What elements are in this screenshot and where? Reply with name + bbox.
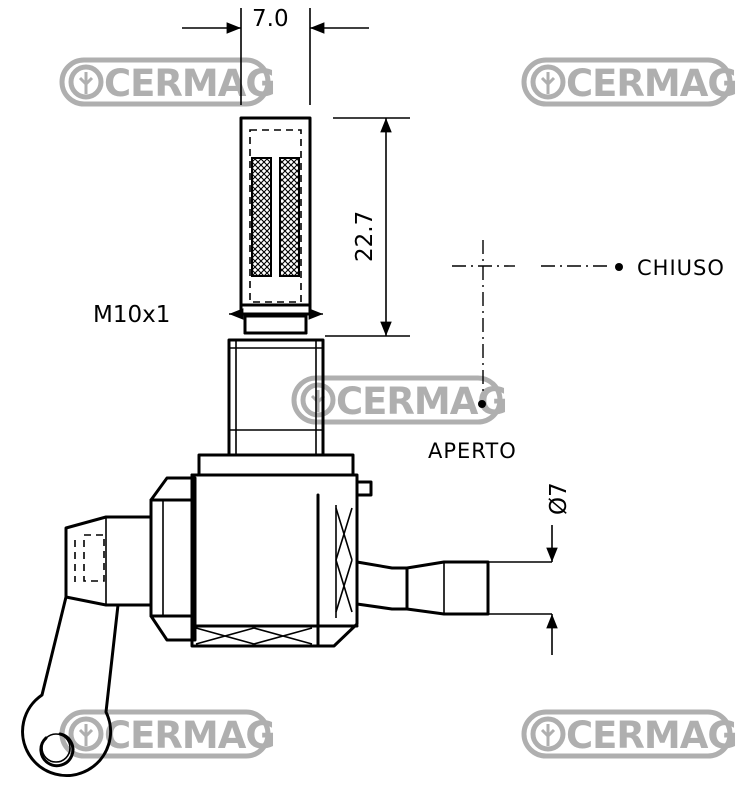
watermark-bottom-left: CERMAG <box>59 709 276 759</box>
watermark-center: CERMAG <box>291 375 508 425</box>
wheat-logo-icon <box>530 64 566 100</box>
watermark-text: CERMAG <box>104 714 275 757</box>
watermark-text: CERMAG <box>566 62 737 105</box>
diameter-dimension: Ø7 <box>546 482 572 655</box>
wheat-logo-icon <box>68 716 104 752</box>
wheat-logo-icon <box>68 64 104 100</box>
control-lever <box>21 515 153 777</box>
watermark-top-left: CERMAG <box>59 57 276 107</box>
open-position-label: APERTO <box>428 439 517 463</box>
closed-position-label: CHIUSO <box>637 256 725 280</box>
wheat-logo-icon <box>300 382 336 418</box>
width-dimension: 7.0 <box>182 6 369 105</box>
watermark-bottom-right: CERMAG <box>521 709 738 759</box>
thread-dimension: M10x1 <box>93 302 323 328</box>
height-dimension: 22.7 <box>325 117 410 337</box>
hose-barb-outlet <box>355 560 552 616</box>
wheat-logo-icon <box>530 716 566 752</box>
watermark-text: CERMAG <box>104 62 275 105</box>
filter-stem <box>239 116 312 335</box>
position-indicators: CHIUSO APERTO <box>428 240 725 463</box>
seal-crosshatch <box>195 505 353 645</box>
threaded-neck <box>197 338 355 477</box>
height-dimension-label: 22.7 <box>352 211 378 262</box>
watermark-top-right: CERMAG <box>521 57 738 107</box>
open-position-dot <box>478 400 486 408</box>
closed-position-dot <box>615 263 623 271</box>
watermark-text: CERMAG <box>566 714 737 757</box>
thread-label: M10x1 <box>93 302 170 328</box>
valve-body <box>149 473 373 648</box>
width-dimension-label: 7.0 <box>252 6 289 32</box>
diameter-label: Ø7 <box>546 482 572 515</box>
